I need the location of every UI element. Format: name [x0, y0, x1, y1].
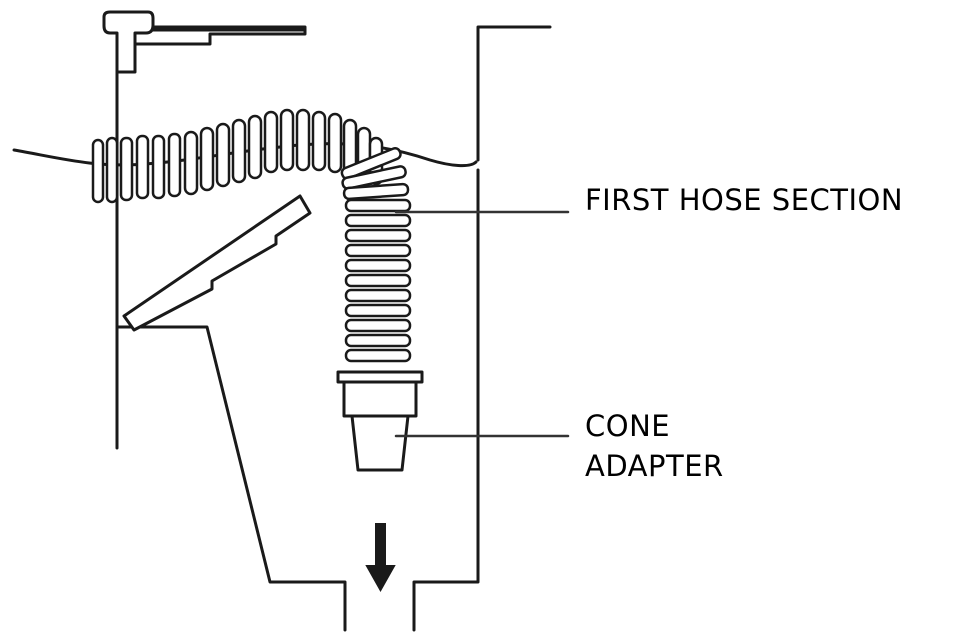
leader-lines — [394, 210, 570, 438]
label-cone-adapter-line1: CONE — [585, 409, 671, 443]
faucet — [102, 10, 307, 74]
label-first-hose-section: FIRST HOSE SECTION — [585, 183, 904, 217]
cone-adapter — [350, 414, 410, 472]
label-cone-adapter-line2: ADAPTER — [585, 449, 724, 483]
hose-horizontal — [91, 108, 384, 204]
hose-bend — [340, 147, 410, 201]
hose-collar — [336, 370, 424, 418]
hose-vertical — [344, 198, 412, 363]
angled-flap — [122, 194, 312, 332]
drain-funnel — [115, 325, 347, 632]
arrow-down-icon — [365, 523, 396, 593]
right-wall — [412, 25, 552, 632]
